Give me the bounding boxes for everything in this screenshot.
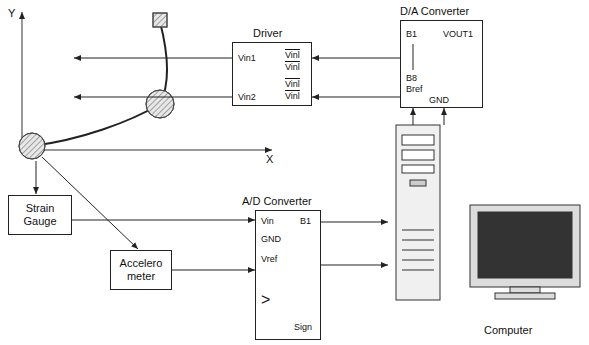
computer: Computer [388, 125, 586, 343]
pin-label: B1 [406, 30, 417, 40]
signal-arrow [444, 108, 445, 125]
box-title: Computer [484, 324, 532, 336]
signal-arrow [312, 97, 400, 98]
comparator-symbol: > [261, 291, 270, 309]
signal-arrow [172, 270, 255, 271]
pin-label: VOUT1 [443, 30, 473, 40]
signal-arrow [321, 265, 388, 266]
signal-arrow [321, 222, 388, 223]
pin-label: Sign [294, 323, 312, 333]
pin-label: Vin [261, 217, 274, 227]
axes [22, 12, 272, 150]
sensor-box: Strain Gauge [8, 195, 72, 235]
signal-arrow [413, 108, 414, 125]
box-title: D/A Converter [400, 5, 469, 17]
pin-label: Vinl [285, 51, 300, 61]
dac-box: D/A ConverterB1VOUT1B8BrefGND [400, 20, 483, 108]
box-title: A/D Converter [242, 195, 312, 207]
bit-bus [413, 44, 414, 70]
box-label: Accelero meter [111, 253, 171, 286]
adc-box: A/D ConverterVinB1GNDVref>Sign [255, 210, 321, 340]
signal-arrow [72, 220, 255, 221]
pin-label: Vinl [285, 80, 300, 90]
actuator-wires [74, 58, 232, 97]
robot-arm [19, 13, 174, 159]
pin-label: B8 [406, 74, 417, 84]
pin-label: Bref [406, 85, 423, 95]
pin-label: Vin1 [238, 54, 256, 64]
pin-label: GND [429, 96, 449, 106]
pin-label: Vinl [285, 63, 300, 73]
axis-label: Y [8, 8, 15, 19]
sensor-box: Accelero meter [110, 250, 172, 290]
box-title: Driver [253, 27, 282, 39]
signal-arrow [312, 58, 400, 59]
driver-box: DriverVin1Vin2VinlVinlVinlVinl [232, 42, 312, 106]
computer-illustration [396, 125, 580, 300]
pin-label: GND [261, 235, 281, 245]
connectors [72, 58, 444, 270]
pin-label: B1 [300, 217, 311, 227]
pin-label: Vinl [285, 92, 300, 102]
axis-label: X [266, 154, 273, 165]
pin-label: Vin2 [238, 93, 256, 103]
pin-label: Vref [261, 255, 277, 265]
box-label: Strain Gauge [9, 198, 71, 231]
